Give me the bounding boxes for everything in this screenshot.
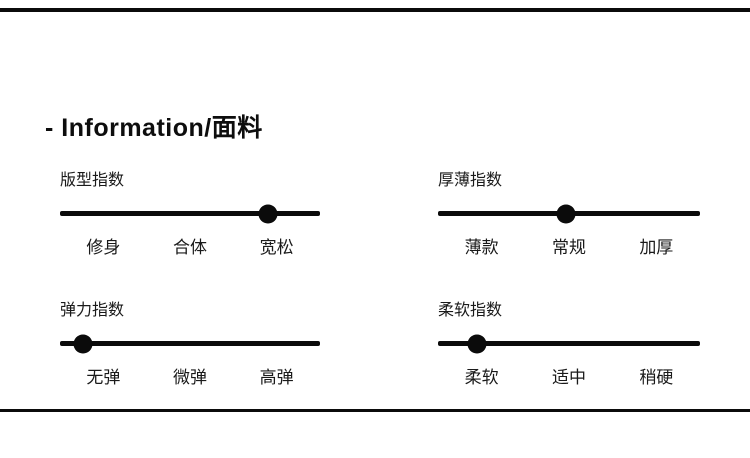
indicator-fit-options: 修身 合体 宽松 (60, 233, 320, 258)
indicator-option: 柔软 (464, 368, 499, 387)
indicator-thickness-dot (556, 204, 576, 223)
indicator-thickness-track (438, 204, 700, 223)
page-title: - Information/面料 (45, 114, 263, 142)
indicator-option: 稍硬 (639, 368, 674, 387)
indicator-option: 加厚 (639, 238, 674, 257)
indicator-option: 适中 (551, 368, 586, 387)
indicator-fit-dot (258, 204, 278, 223)
indicator-elasticity-options: 无弹 微弹 高弹 (60, 363, 320, 388)
indicator-fit-track (60, 204, 320, 223)
indicator-option: 微弹 (173, 368, 207, 387)
indicator-thickness-label: 厚薄指数 (438, 172, 503, 189)
indicator-option: 合体 (173, 238, 207, 257)
indicator-softness-track (438, 334, 700, 353)
indicator-fit: 版型指数 修身 合体 宽松 (60, 166, 320, 258)
indicator-option: 薄款 (464, 238, 499, 257)
indicator-option: 常规 (551, 238, 586, 257)
indicator-option: 修身 (86, 238, 121, 257)
indicator-thickness: 厚薄指数 薄款 常规 加厚 (438, 166, 700, 258)
indicator-thickness-options: 薄款 常规 加厚 (438, 233, 700, 258)
indicator-elasticity: 弹力指数 无弹 微弹 高弹 (60, 296, 320, 388)
indicator-option: 宽松 (259, 238, 294, 257)
indicator-elasticity-track (60, 334, 320, 353)
bottom-divider (0, 409, 750, 412)
top-divider (0, 8, 750, 12)
indicator-softness-options: 柔软 适中 稍硬 (438, 363, 700, 388)
indicator-softness-dot (467, 334, 487, 353)
indicator-softness-label: 柔软指数 (438, 302, 503, 319)
indicator-elasticity-dot (73, 334, 93, 353)
indicator-elasticity-label: 弹力指数 (60, 302, 125, 319)
indicator-option: 无弹 (86, 368, 121, 387)
indicator-fit-label: 版型指数 (60, 172, 125, 189)
indicator-softness: 柔软指数 柔软 适中 稍硬 (438, 296, 700, 388)
indicator-option: 高弹 (259, 368, 294, 387)
